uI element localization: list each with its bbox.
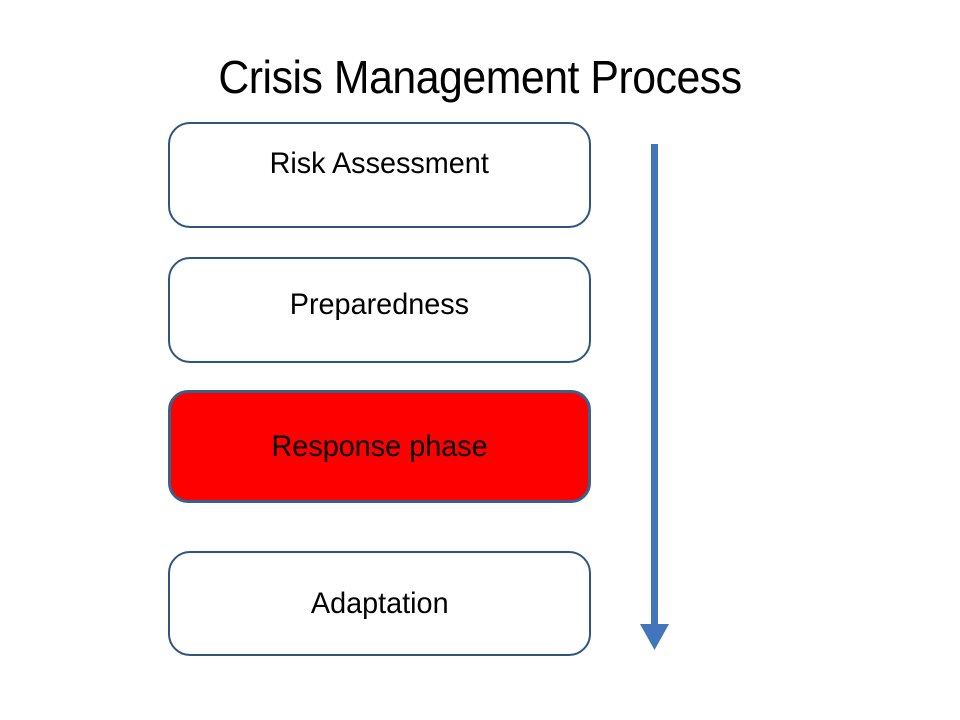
process-step-label: Preparedness <box>289 288 470 321</box>
page-title: Crisis Management Process <box>218 51 742 103</box>
process-step-response-phase[interactable]: Response phase <box>168 390 591 503</box>
process-step-label: Adaptation <box>310 586 449 620</box>
process-step-label: Response phase <box>271 429 488 463</box>
process-step-adaptation[interactable]: Adaptation <box>168 551 591 656</box>
process-step-label: Risk Assessment <box>269 147 490 180</box>
process-step-preparedness[interactable]: Preparedness <box>168 257 591 363</box>
down-arrow-icon <box>620 130 690 660</box>
process-step-risk-assessment[interactable]: Risk Assessment <box>168 122 591 228</box>
